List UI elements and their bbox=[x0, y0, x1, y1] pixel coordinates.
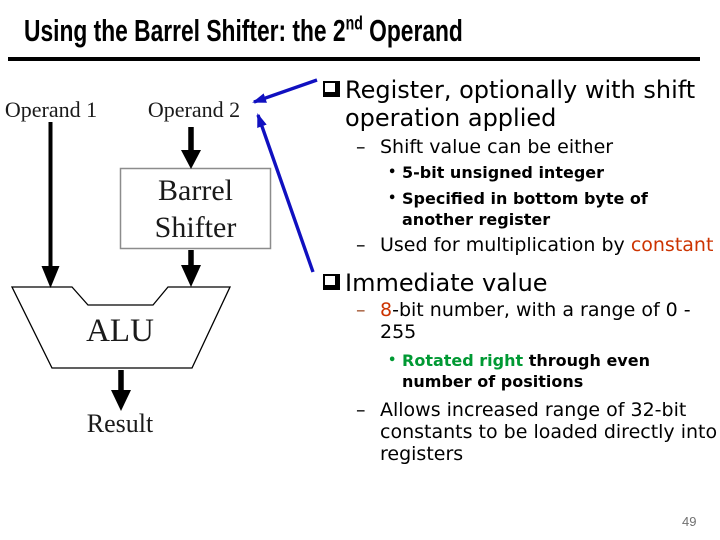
bullet-text: 8-bit number, with a range of 0 - 255 bbox=[380, 299, 697, 343]
title-text-start: Using the Barrel Shifter: the 2 bbox=[24, 13, 346, 48]
square-bullet-icon bbox=[323, 274, 340, 290]
bullet-item: –Allows increased range of 32-bit consta… bbox=[0, 399, 720, 465]
title-text-end: Operand bbox=[362, 13, 463, 48]
bullet-item: –8-bit number, with a range of 0 - 255 bbox=[0, 299, 720, 343]
bullet-item: –Shift value can be either bbox=[0, 136, 720, 158]
dash-bullet-icon: – bbox=[356, 234, 366, 256]
bullet-item: • Rotated right through even number of po… bbox=[0, 350, 720, 392]
dot-bullet-icon: • bbox=[388, 165, 397, 180]
bullet-item: • 5-bit unsigned integer bbox=[0, 162, 720, 183]
dash-bullet-icon: – bbox=[356, 136, 366, 158]
bullet-text: Rotated right through even number of pos… bbox=[402, 351, 656, 391]
result-label: Result bbox=[86, 409, 154, 438]
barrel-shifter-label: Barrel Shifter bbox=[154, 174, 237, 244]
bullet-text: Used for multiplication by constant bbox=[380, 234, 714, 256]
result-arrow bbox=[111, 370, 131, 411]
dash-bullet-icon: – bbox=[356, 299, 366, 321]
bullet-text: 5-bit unsigned integer bbox=[402, 163, 605, 182]
bullet-text: Specified in bottom byte of another regi… bbox=[402, 189, 654, 229]
blue-arrow-from-register-bullet bbox=[252, 78, 318, 104]
dash-bullet-icon: – bbox=[356, 399, 366, 421]
alu-label: ALU bbox=[86, 313, 154, 349]
square-bullet-icon bbox=[323, 81, 340, 97]
page-title: Using the Barrel Shifter: the 2nd Operan… bbox=[24, 13, 463, 49]
alu-shape bbox=[10, 286, 232, 369]
bullet-item: • Specified in bottom byte of another reg… bbox=[0, 188, 720, 230]
bullet-text: Register, optionally with shift operatio… bbox=[345, 76, 703, 132]
operand1-arrow bbox=[41, 122, 60, 288]
operand2-arrow bbox=[181, 127, 201, 169]
bullet-text: Allows increased range of 32-bit constan… bbox=[380, 399, 718, 465]
dot-bullet-icon: • bbox=[388, 353, 397, 368]
shifter-to-alu-arrow bbox=[181, 250, 201, 287]
barrel-shifter-box bbox=[119, 167, 272, 250]
bullet-item: –Used for multiplication by constant bbox=[0, 234, 720, 256]
bullet-list: Register, optionally with shift operatio… bbox=[0, 76, 720, 465]
operand2-label: Operand 2 bbox=[147, 97, 241, 122]
title-superscript: nd bbox=[345, 13, 363, 35]
bullet-item: Immediate value bbox=[0, 269, 720, 297]
title-underline bbox=[8, 57, 700, 61]
blue-arrow-from-immediate-bullet bbox=[256, 113, 315, 273]
operand1-label: Operand 1 bbox=[4, 97, 98, 122]
dot-bullet-icon: • bbox=[388, 191, 397, 206]
bullet-text: Shift value can be either bbox=[380, 136, 614, 158]
bullet-item: Register, optionally with shift operatio… bbox=[0, 76, 720, 132]
page-number: 49 bbox=[682, 514, 697, 529]
bullet-text: Immediate value bbox=[345, 269, 548, 297]
